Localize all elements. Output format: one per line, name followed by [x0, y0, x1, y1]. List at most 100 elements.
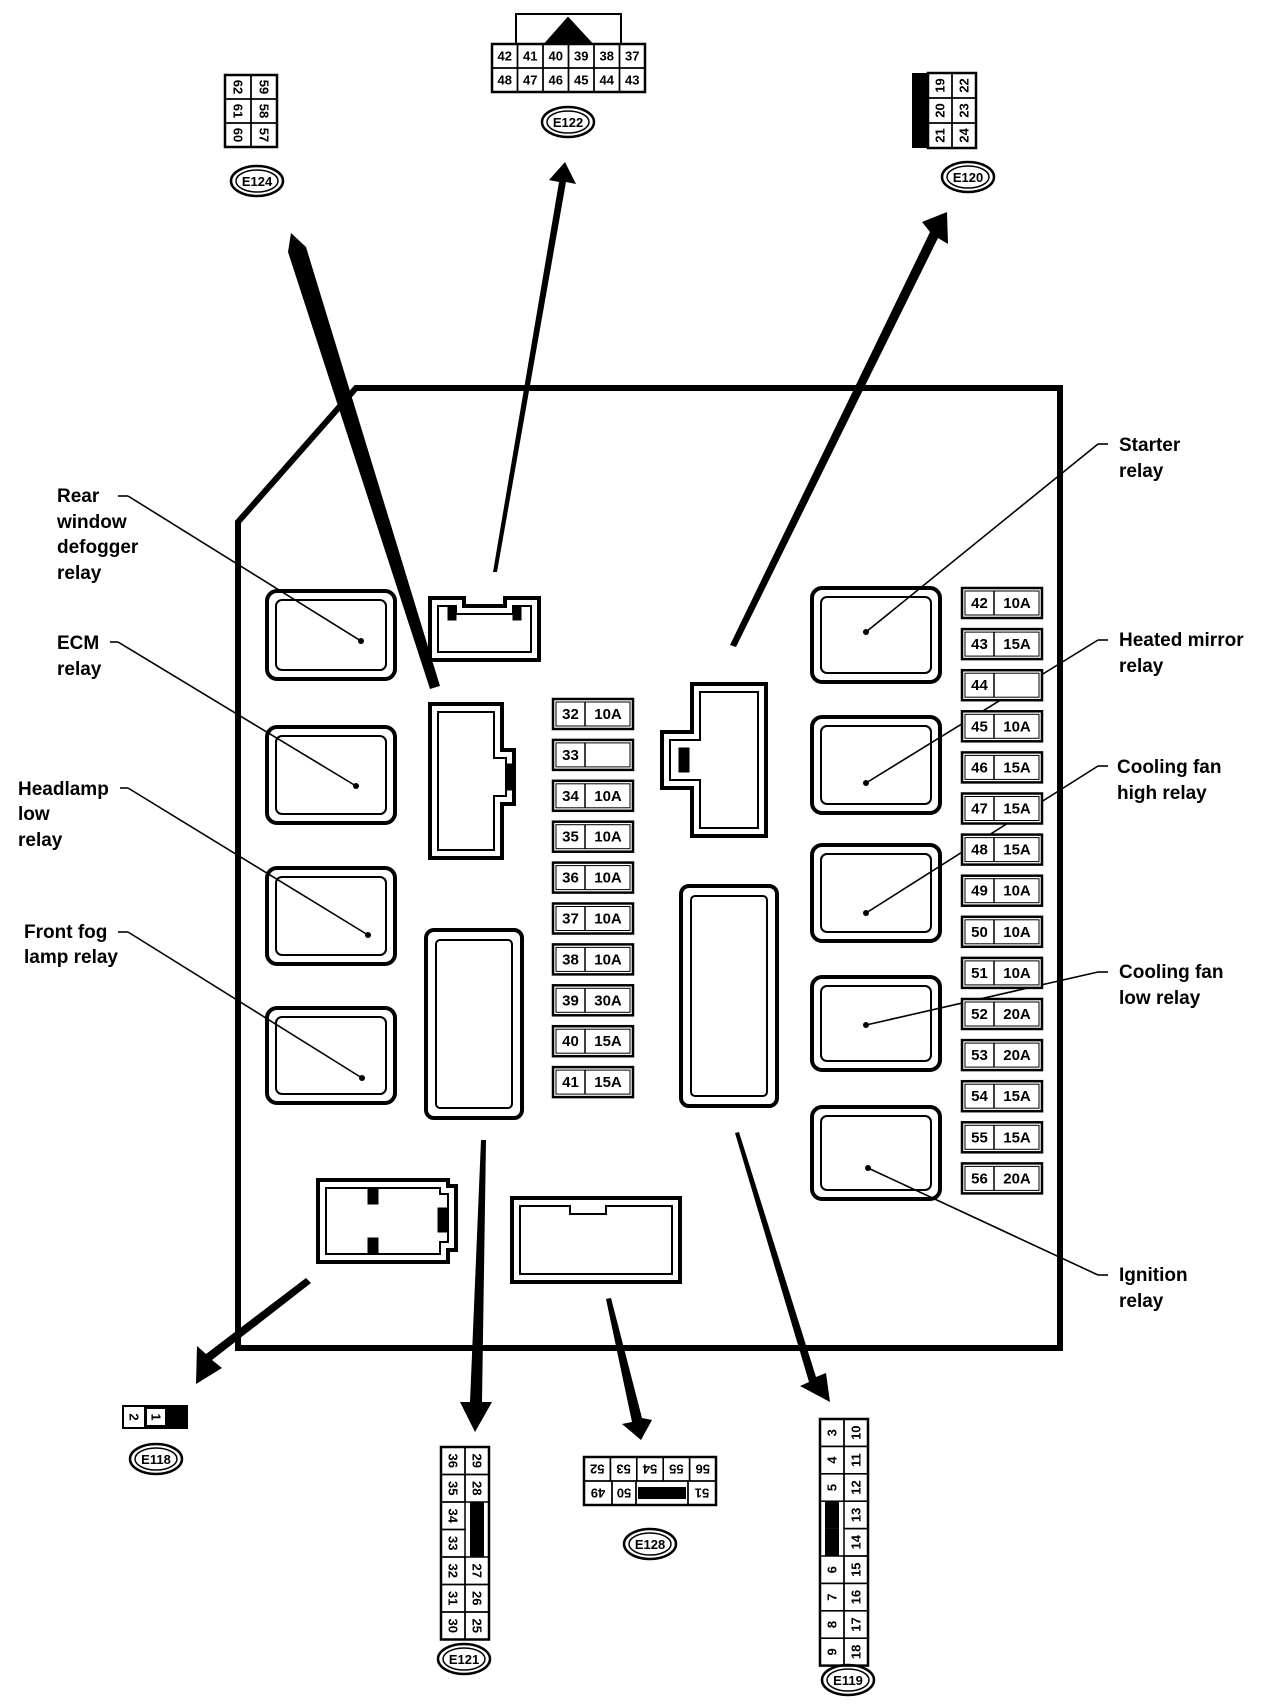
- fuse-rating: 15A: [594, 1074, 622, 1091]
- pin-25: 25: [470, 1619, 485, 1633]
- label-rear-window-defogger-4: relay: [57, 563, 102, 584]
- pin-39: 39: [574, 49, 588, 64]
- label-headlamp-low-1: Headlamp: [18, 779, 109, 800]
- fuse-37: 37 10A: [551, 902, 635, 935]
- connector-e124-id: E124: [242, 174, 273, 189]
- fuse-number: 32: [562, 706, 579, 723]
- pin-blank: [470, 1529, 484, 1557]
- relay-ignition: [810, 1105, 942, 1201]
- connector-e120-id: E120: [953, 170, 983, 185]
- fuse-rating: 10A: [1003, 924, 1031, 941]
- pin-1: 1: [149, 1413, 164, 1420]
- label-starter-1: Starter: [1119, 435, 1181, 456]
- fuse-number: 40: [562, 1033, 579, 1050]
- pin-51: 51: [695, 1486, 709, 1501]
- fuse-rating: 15A: [1003, 636, 1031, 653]
- pin-2: 2: [127, 1413, 142, 1420]
- label-cooling-fan-high-2: high relay: [1117, 783, 1207, 804]
- label-leaders: [110, 443, 1108, 1276]
- pin-14: 14: [849, 1534, 864, 1549]
- arrow-e120: [730, 212, 948, 647]
- relay-front-fog-lamp: [265, 1006, 397, 1105]
- fuse-number: 37: [562, 911, 579, 928]
- relay-cooling-fan-high: [810, 843, 942, 943]
- fuse-rating: 10A: [1003, 965, 1031, 982]
- fuse-number: 42: [971, 595, 988, 612]
- fuse-rating: 10A: [1003, 883, 1031, 900]
- pin-13: 13: [849, 1508, 864, 1522]
- fuse-rating: 15A: [594, 1033, 622, 1050]
- relay-rear-window-defogger: [265, 589, 397, 681]
- pin-33: 33: [446, 1536, 461, 1550]
- pin-55: 55: [669, 1462, 683, 1477]
- fuse-number: 55: [971, 1129, 988, 1146]
- pin-44: 44: [600, 73, 615, 88]
- pin-57: 57: [257, 128, 272, 142]
- pin-38: 38: [600, 49, 614, 64]
- label-heated-mirror-2: relay: [1119, 656, 1164, 677]
- pin-50: 50: [617, 1486, 631, 1501]
- fuse-rating: 20A: [1003, 1047, 1031, 1064]
- fuse-rating: 15A: [1003, 1129, 1031, 1146]
- pin-26: 26: [470, 1591, 485, 1605]
- housing-bottom-left: [316, 1178, 458, 1264]
- fuse-rating: 15A: [1003, 759, 1031, 776]
- relay-starter: [810, 586, 942, 684]
- fuse-rating: 10A: [594, 911, 622, 928]
- arrow-e122: [493, 162, 576, 572]
- pin-blank: [825, 1528, 839, 1556]
- fuse-rating: 10A: [594, 706, 622, 723]
- fuse-rating: 10A: [1003, 595, 1031, 612]
- relay-label-texts: Rear window defogger relay ECM relay Hea…: [18, 435, 1244, 1312]
- pin-6: 6: [825, 1566, 840, 1573]
- fuse-rating: 15A: [1003, 1088, 1031, 1105]
- pin-61: 61: [231, 104, 246, 118]
- fuse-number: 44: [971, 677, 988, 694]
- arrow-e118: [196, 1278, 311, 1384]
- label-front-fog-2: lamp relay: [24, 947, 118, 968]
- fuse-33: 33: [551, 738, 635, 772]
- fuse-number: 46: [971, 759, 988, 776]
- label-cooling-fan-low-2: low relay: [1119, 988, 1201, 1009]
- pin-31: 31: [446, 1591, 461, 1605]
- fuse-rating: 10A: [1003, 718, 1031, 735]
- housing-left-tall: [424, 928, 524, 1120]
- pin-22: 22: [957, 78, 972, 92]
- fuse-number: 39: [562, 992, 579, 1009]
- fuse-number: 43: [971, 636, 988, 653]
- pin-11: 11: [849, 1453, 864, 1467]
- fuse-number: 36: [562, 870, 579, 887]
- fuse-rating: 10A: [594, 829, 622, 846]
- fuse-number: 48: [971, 842, 988, 859]
- label-cooling-fan-low-1: Cooling fan: [1119, 962, 1223, 983]
- fuse-rating: 15A: [1003, 801, 1031, 818]
- pin-53: 53: [616, 1462, 630, 1477]
- fuse-rating: 10A: [594, 788, 622, 805]
- fuse-46: 46 15A: [960, 751, 1044, 784]
- pin-40: 40: [549, 49, 563, 64]
- pin-27: 27: [470, 1564, 485, 1578]
- connector-e121-id: E121: [449, 1652, 479, 1667]
- pin-3: 3: [825, 1429, 840, 1436]
- pin-23: 23: [957, 103, 972, 117]
- pin-10: 10: [849, 1425, 864, 1439]
- pin-12: 12: [849, 1480, 864, 1494]
- fuse-rating: 10A: [594, 951, 622, 968]
